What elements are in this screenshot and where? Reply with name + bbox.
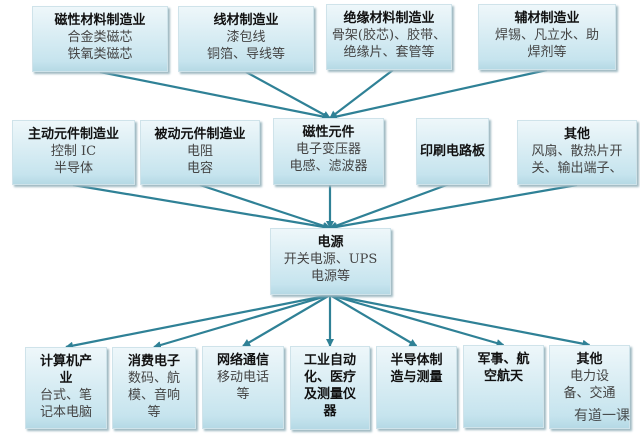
box-detail: 漆包线 — [226, 30, 266, 45]
box-detail: 焊剂等 — [527, 45, 567, 60]
box-title: 线材制造业 — [213, 13, 279, 28]
box-title: 军事、航空航天 — [477, 352, 530, 384]
box-detail: 骨架(胶芯)、胶带、 — [331, 28, 447, 43]
box-detail: 合金类磁芯 — [67, 30, 133, 45]
box-detail: 铁氧类磁芯 — [67, 47, 133, 62]
box-title: 电源 — [317, 235, 344, 250]
arrow — [329, 293, 505, 347]
components-box: 其他风扇、散热片开关、输出端子、 — [517, 120, 637, 185]
box-title: 主动元件制造业 — [27, 127, 119, 142]
components-box: 磁性元件电子变压器电感、滤波器 — [273, 118, 384, 185]
box-detail: 电力设 — [569, 369, 609, 384]
box-title: 其他 — [576, 352, 603, 367]
box-title: 工业自动化、医疗及测量仪器 — [303, 353, 356, 419]
box-detail: 绝缘片、套管等 — [343, 45, 435, 60]
arrow — [329, 68, 548, 121]
box-detail: 半导体 — [53, 161, 93, 176]
box-title: 辅材制造业 — [514, 11, 580, 26]
watermark: 有道一课 — [574, 408, 630, 424]
box-detail: 电感、滤波器 — [289, 159, 368, 174]
box-detail: 风扇、散热片开 — [531, 144, 623, 159]
downstream-box: 网络通信移动电话等 — [202, 346, 284, 429]
components-box: 主动元件制造业控制 IC 半导体 — [12, 120, 135, 185]
arrow — [72, 183, 331, 231]
box-detail: 关、输出端子、 — [531, 161, 623, 176]
arrow — [65, 293, 331, 350]
box-title: 被动元件制造业 — [154, 127, 246, 142]
downstream-box: 其他电力设备、交通 — [549, 345, 630, 429]
arrow — [329, 183, 578, 231]
arrow — [329, 294, 418, 347]
box-title: 半导体制造与测量 — [390, 353, 443, 385]
box-title: 网络通信 — [216, 353, 269, 368]
box-title: 绝缘材料制造业 — [343, 11, 435, 26]
upstream-box: 辅材制造业焊锡、凡立水、助焊剂等 — [478, 4, 616, 70]
upstream-box: 线材制造业漆包线铜箔、导线等 — [178, 6, 314, 72]
upstream-box: 磁性材料制造业合金类磁芯铁氧类磁芯 — [32, 6, 168, 72]
box-detail: 等 — [147, 405, 161, 420]
box-detail: 台式、笔 — [39, 388, 92, 403]
arrow — [242, 294, 331, 347]
box-title: 消费电子 — [127, 354, 180, 369]
box-title: 印刷电路板 — [419, 144, 485, 159]
components-box: 被动元件制造业电阻电容 — [140, 120, 260, 185]
box-detail: 等 — [236, 387, 250, 402]
arrow — [329, 293, 591, 348]
arrow — [329, 69, 394, 119]
box-title: 磁性材料制造业 — [54, 13, 146, 28]
box-detail: 记本电脑 — [39, 405, 92, 420]
upstream-box: 绝缘材料制造业骨架(胶芯)、胶带、绝缘片、套管等 — [326, 4, 452, 70]
box-detail: 数码、航 — [127, 371, 180, 386]
box-title: 计算机产业 — [39, 354, 92, 386]
box-detail: 电子变压器 — [295, 142, 361, 157]
components-box: 印刷电路板 — [416, 118, 489, 185]
downstream-box: 计算机产业台式、笔记本电脑 — [25, 347, 107, 429]
box-title: 其他 — [563, 127, 590, 142]
box-detail: 模、音响 — [127, 388, 180, 403]
box-detail: 开关电源、UPS — [283, 252, 378, 267]
box-detail: 备、交通 — [563, 386, 616, 401]
arrow — [153, 293, 331, 349]
box-title: 磁性元件 — [302, 125, 355, 140]
downstream-box: 工业自动化、医疗及测量仪器 — [290, 346, 370, 430]
downstream-box: 半导体制造与测量 — [376, 346, 457, 429]
box-detail: 移动电话 — [216, 370, 269, 385]
downstream-box: 消费电子数码、航模、音响等 — [112, 347, 196, 429]
arrow — [329, 181, 453, 230]
box-detail: 电阻 — [186, 144, 213, 159]
arrow — [245, 71, 331, 119]
box-detail: 焊锡、凡立水、助 — [494, 28, 599, 43]
downstream-box: 军事、航空航天 — [463, 345, 544, 428]
center-box: 电源开关电源、UPS 电源等 — [270, 228, 391, 295]
arrow — [99, 70, 331, 121]
box-detail: 电源等 — [310, 269, 350, 284]
box-detail: 控制 IC — [50, 144, 97, 159]
box-detail: 铜箔、导线等 — [206, 47, 285, 62]
box-detail: 电容 — [186, 161, 213, 176]
arrow — [199, 183, 331, 230]
